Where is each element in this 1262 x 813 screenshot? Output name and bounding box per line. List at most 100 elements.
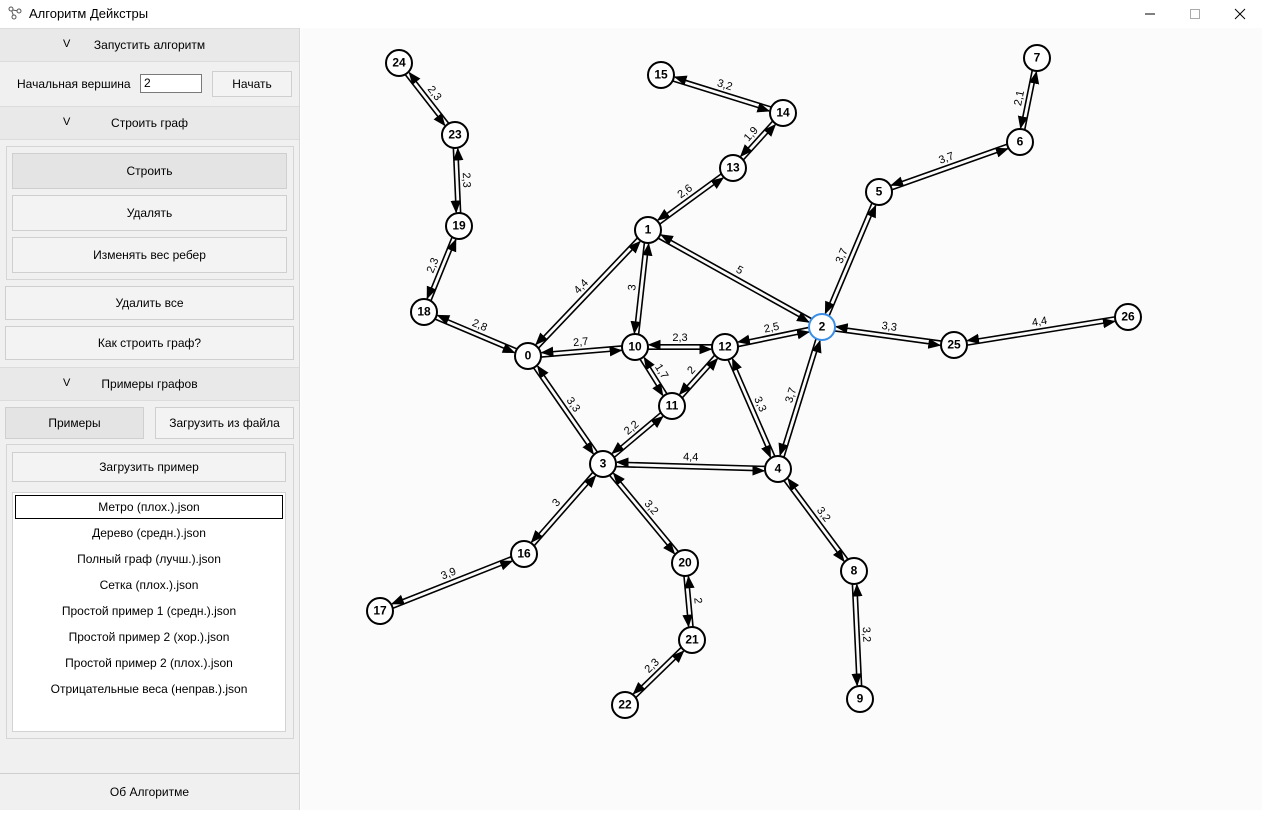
vertex-circle[interactable] [808,313,836,341]
edge-3-11[interactable]: 2,2 [611,412,664,458]
edge-line[interactable] [611,412,662,455]
vertex-24[interactable]: 24 [385,49,413,77]
vertex-circle[interactable] [840,557,868,585]
vertex-circle[interactable] [410,298,438,326]
build-section-header[interactable]: V Строить граф [0,106,299,140]
edge-line[interactable] [535,237,639,346]
vertex-circle[interactable] [1023,44,1051,72]
edge-line[interactable] [851,584,862,687]
vertex-18[interactable]: 18 [410,298,438,326]
edge-line[interactable] [450,148,461,214]
edge-line[interactable] [783,339,822,458]
edge-line[interactable] [532,367,594,455]
edge-18-19[interactable]: 2,3 [425,236,457,302]
vertex-circle[interactable] [589,450,617,478]
delete-all-button[interactable]: Удалить все [5,286,294,320]
edge-20-21[interactable]: 2 [682,575,704,628]
edge-line[interactable] [434,318,516,354]
edge-line[interactable] [632,646,682,695]
edge-line[interactable] [890,143,1008,187]
edge-line[interactable] [834,323,942,342]
start-vertex-input[interactable]: 2 [140,74,202,93]
edge-0-10[interactable]: 2,7 [540,336,623,358]
edge-line[interactable] [615,457,766,468]
list-item[interactable]: Полный граф (лучш.).json [77,552,221,566]
edge-line[interactable] [834,330,942,349]
edge-line[interactable] [530,471,594,543]
edge-line[interactable] [541,346,623,358]
edge-line[interactable] [612,472,680,553]
minimize-button[interactable] [1127,0,1173,28]
edge-0-3[interactable]: 3,3 [532,365,599,455]
examples-section-header[interactable]: V Примеры графов [0,367,299,401]
edge-line[interactable] [967,318,1116,346]
vertex-circle[interactable] [634,216,662,244]
list-item[interactable]: Отрицательные веса (неправ.).json [50,682,248,696]
edge-line[interactable] [656,173,722,221]
edge-6-7[interactable]: 2,1 [1012,70,1040,130]
vertex-9[interactable]: 9 [846,685,874,713]
close-button[interactable] [1217,0,1262,28]
vertex-circle[interactable] [1114,303,1142,331]
vertex-2[interactable]: 2 [808,313,836,341]
edge-line[interactable] [404,74,446,127]
edge-line[interactable] [608,474,676,555]
edge-10-11[interactable]: 1,7 [639,356,670,397]
vertex-circle[interactable] [846,685,874,713]
edge-line[interactable] [672,80,771,113]
edge-line[interactable] [778,338,817,457]
edge-line[interactable] [540,345,622,357]
vertex-26[interactable]: 26 [1114,303,1142,331]
edge-3-20[interactable]: 3,2 [608,472,680,555]
edge-line[interactable] [391,555,512,605]
edge-line[interactable] [635,650,685,699]
list-item[interactable]: Сетка (плох.).json [99,578,199,592]
vertex-circle[interactable] [865,178,893,206]
list-item[interactable]: Простой пример 1 (средн.).json [61,604,237,618]
how-to-build-button[interactable]: Как строить граф? [5,326,294,360]
vertex-circle[interactable] [441,121,469,149]
build-button[interactable]: Строить [12,153,287,189]
vertex-20[interactable]: 20 [671,549,699,577]
vertex-6[interactable]: 6 [1006,128,1034,156]
vertex-circle[interactable] [940,331,968,359]
edge-4-12[interactable]: 3,3 [727,357,776,459]
edge-2-12[interactable]: 2,5 [737,321,810,348]
edge-line[interactable] [684,575,695,627]
edge-1-13[interactable]: 2,6 [656,173,725,225]
vertex-21[interactable]: 21 [678,626,706,654]
run-section-header[interactable]: V Запустить алгоритм [0,28,299,62]
edge-0-18[interactable]: 2,8 [434,314,518,354]
vertex-22[interactable]: 22 [611,691,639,719]
edge-19-23[interactable]: 2,3 [450,147,472,214]
vertex-circle[interactable] [366,597,394,625]
vertex-circle[interactable] [769,99,797,127]
edge-line[interactable] [739,120,774,158]
vertex-17[interactable]: 17 [366,597,394,625]
edge-line[interactable] [630,242,646,335]
vertex-12[interactable]: 12 [711,333,739,361]
edge-line[interactable] [657,237,810,323]
vertex-23[interactable]: 23 [441,121,469,149]
list-item[interactable]: Простой пример 2 (плох.).json [65,656,233,670]
vertex-circle[interactable] [510,540,538,568]
examples-list[interactable]: Метро (плох.).json Дерево (средн.).json … [12,492,286,732]
edge-line[interactable] [426,236,453,300]
vertex-16[interactable]: 16 [510,540,538,568]
edge-line[interactable] [824,202,873,315]
edge-5-6[interactable]: 3,7 [890,143,1009,191]
vertex-8[interactable]: 8 [840,557,868,585]
start-button[interactable]: Начать [212,71,292,97]
edge-25-26[interactable]: 4,4 [966,315,1116,346]
vertex-circle[interactable] [764,455,792,483]
vertex-10[interactable]: 10 [621,333,649,361]
edge-line[interactable] [966,316,1115,344]
edge-14-15[interactable]: 3,2 [672,75,772,113]
edge-line[interactable] [678,354,716,396]
edge-21-22[interactable]: 2,3 [632,646,685,699]
vertex-0[interactable]: 0 [514,342,542,370]
edge-2-5[interactable]: 3,7 [824,202,877,317]
edge-line[interactable] [392,560,513,610]
